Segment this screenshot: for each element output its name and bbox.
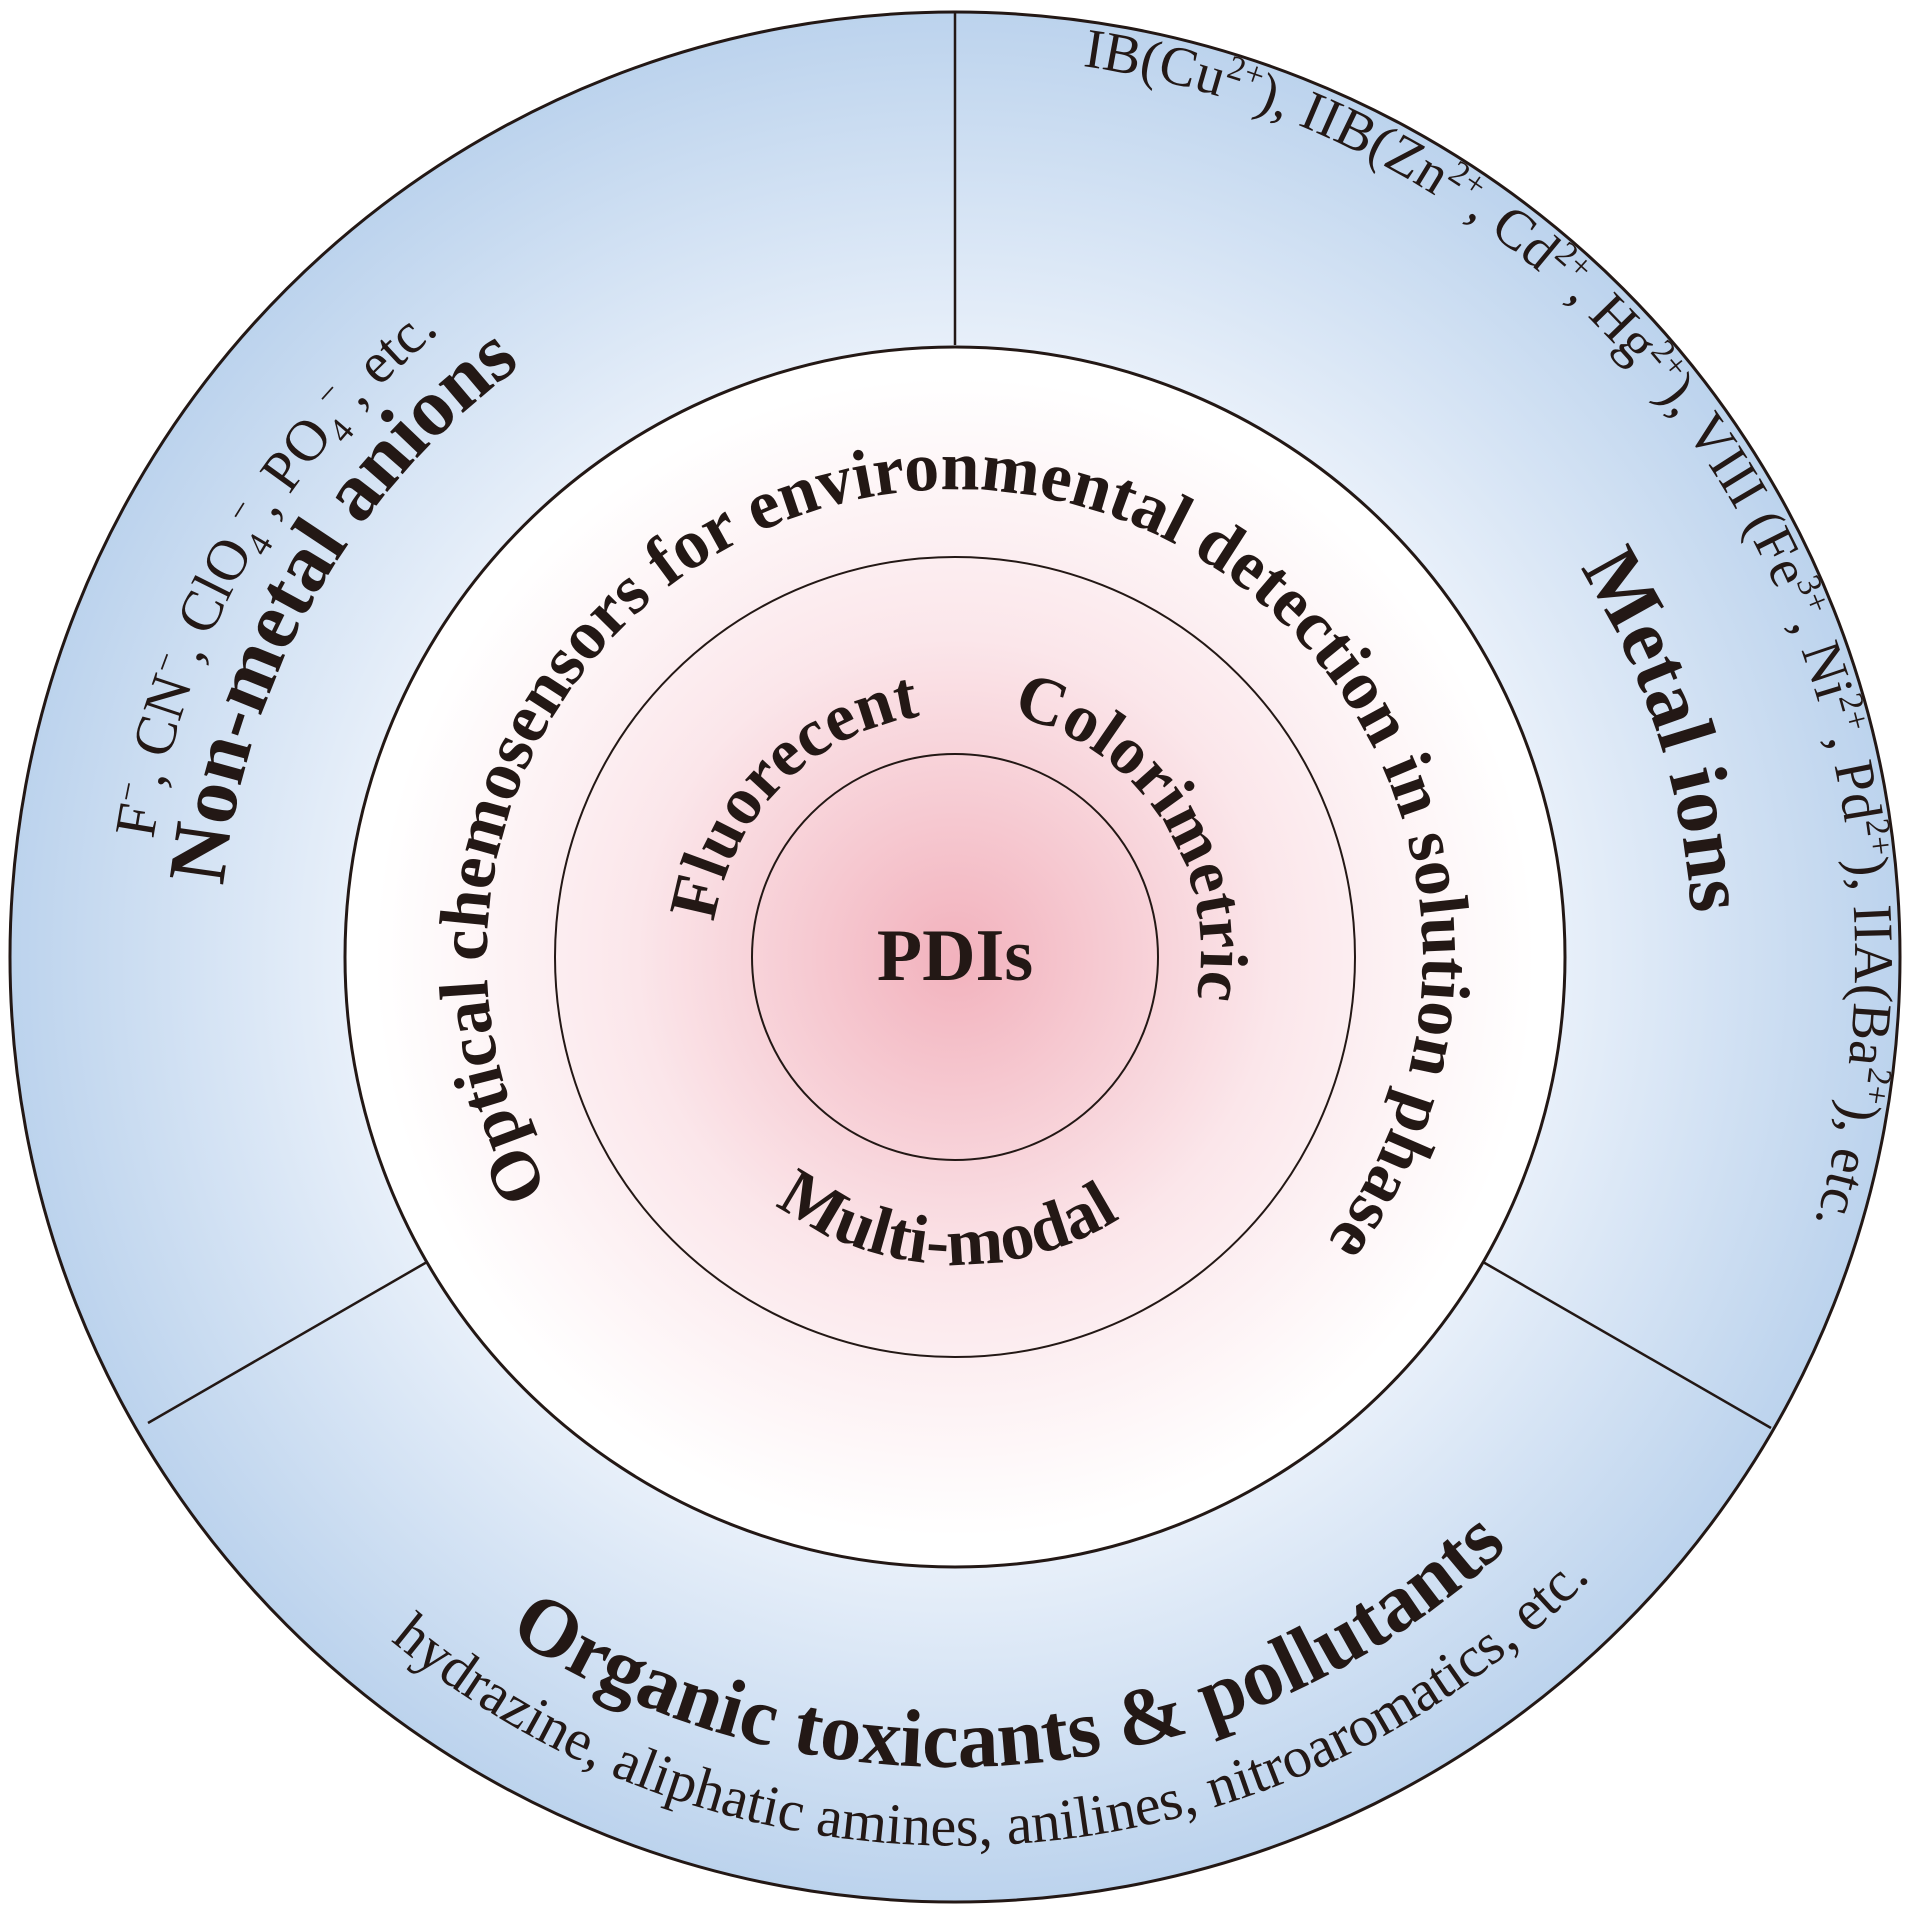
center-circle [751, 753, 1159, 1161]
divider-lower-left [147, 1260, 428, 1425]
center-label: PDIs [877, 915, 1033, 997]
middle-ring [554, 556, 1356, 1358]
divider-lower-right [1482, 1260, 1772, 1430]
inner-ring [343, 345, 1567, 1569]
